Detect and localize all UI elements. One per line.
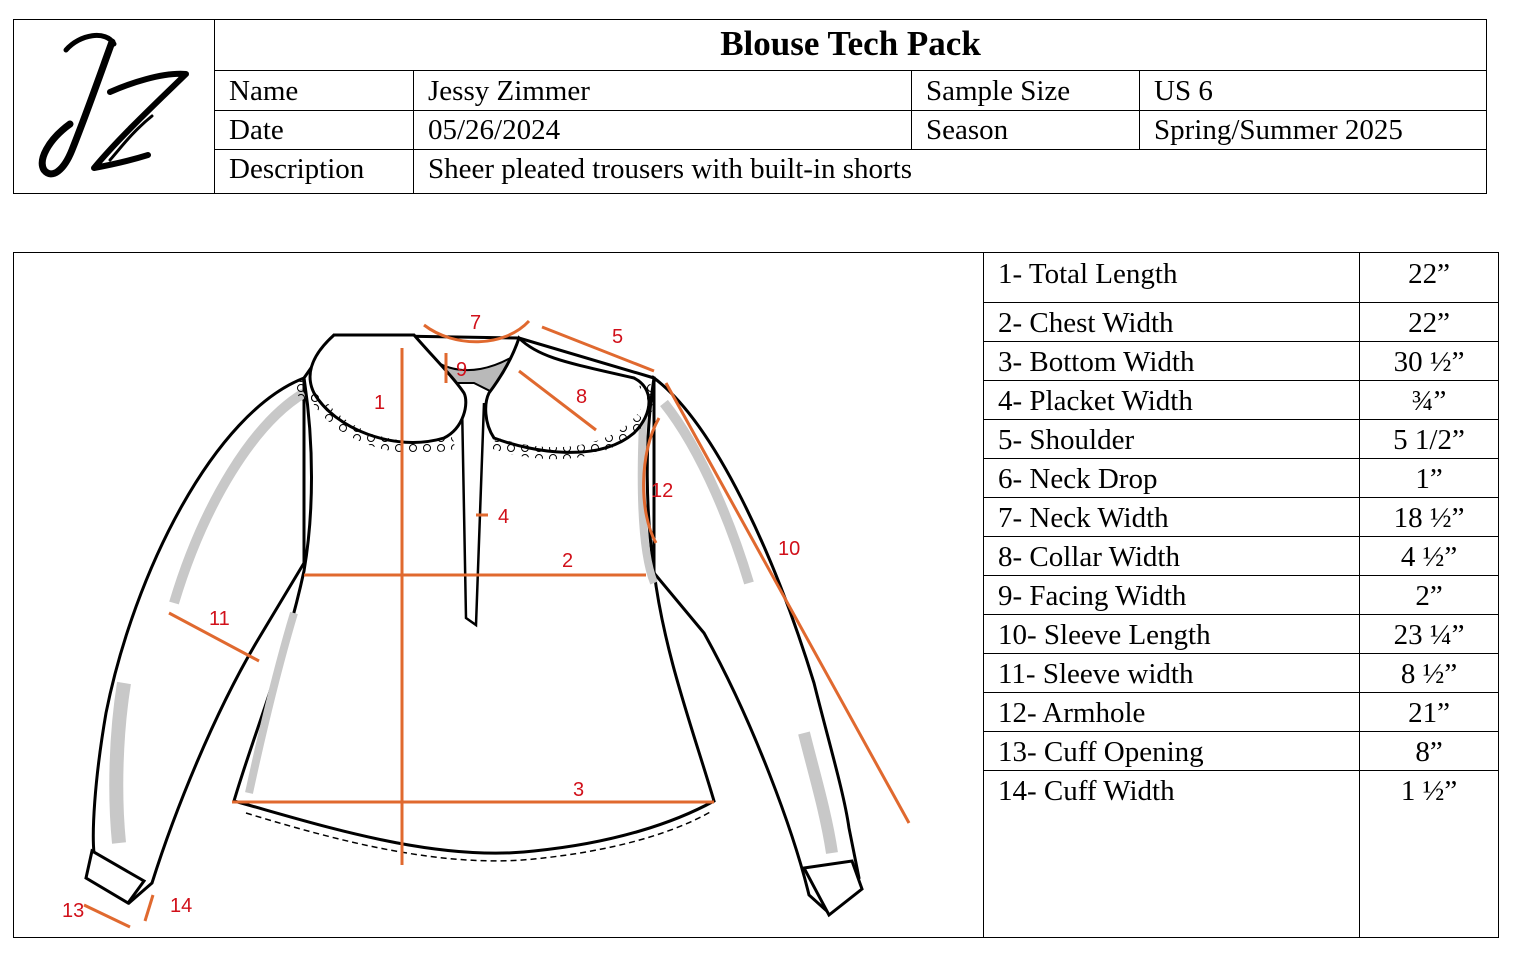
marker-11: 11 bbox=[209, 608, 230, 630]
marker-13: 13 bbox=[62, 900, 84, 922]
measurement-row: 4- Placket Width ¾” bbox=[984, 381, 1498, 420]
measure-line-7 bbox=[423, 319, 531, 344]
name-label: Name bbox=[229, 75, 299, 107]
season-label: Season bbox=[911, 110, 1139, 149]
measurement-row: 10- Sleeve Length 23 ¼” bbox=[984, 615, 1498, 654]
measurement-row: 3- Bottom Width 30 ½” bbox=[984, 342, 1498, 381]
measurement-row: 6- Neck Drop 1” bbox=[984, 459, 1498, 498]
marker-7: 7 bbox=[470, 312, 481, 334]
measurement-lines bbox=[83, 319, 911, 929]
measurement-value: 2” bbox=[1415, 580, 1443, 612]
measurement-value: 21” bbox=[1408, 697, 1450, 729]
measurement-value: 22” bbox=[1408, 307, 1450, 339]
marker-14: 14 bbox=[170, 895, 192, 917]
header-row-name: Name Jessy Zimmer Sample Size US 6 bbox=[215, 71, 1486, 111]
measurement-label: 11- Sleeve width bbox=[998, 658, 1194, 690]
measure-line-13 bbox=[83, 903, 131, 929]
description-label: Description bbox=[229, 153, 365, 185]
measurement-row: 5- Shoulder 5 1/2” bbox=[984, 420, 1498, 459]
measurement-row: 12- Armhole 21” bbox=[984, 693, 1498, 732]
marker-3: 3 bbox=[573, 779, 584, 801]
measurement-row: 13- Cuff Opening 8” bbox=[984, 732, 1498, 771]
measurement-value: ¾” bbox=[1411, 385, 1447, 417]
marker-5: 5 bbox=[612, 326, 623, 348]
marker-12: 12 bbox=[651, 480, 673, 502]
date-label: Date bbox=[229, 114, 284, 146]
measurement-value: 8 ½” bbox=[1400, 658, 1458, 690]
right-cuff bbox=[801, 859, 864, 918]
measurement-value: 4 ½” bbox=[1400, 541, 1458, 573]
marker-9: 9 bbox=[456, 359, 467, 381]
measurement-label: 14- Cuff Width bbox=[998, 775, 1175, 807]
right-lace-trim bbox=[492, 414, 647, 460]
season-value: Spring/Summer 2025 bbox=[1139, 110, 1486, 149]
measurement-label: 3- Bottom Width bbox=[998, 346, 1195, 378]
tech-pack-header: Blouse Tech Pack Name Jessy Zimmer Sampl… bbox=[13, 19, 1487, 194]
left-lace-trim bbox=[308, 390, 456, 454]
measurement-row: 7- Neck Width 18 ½” bbox=[984, 498, 1498, 537]
document-title: Blouse Tech Pack bbox=[215, 20, 1486, 71]
left-cuff bbox=[84, 848, 147, 905]
left-collar bbox=[308, 333, 468, 444]
measurement-row: 1- Total Length 22” bbox=[984, 253, 1498, 303]
marker-2: 2 bbox=[562, 550, 573, 572]
measurement-label: 6- Neck Drop bbox=[998, 463, 1158, 495]
measurement-row: 11- Sleeve width 8 ½” bbox=[984, 654, 1498, 693]
measurement-value: 30 ½” bbox=[1393, 346, 1465, 378]
measure-line-10 bbox=[664, 382, 911, 824]
measurement-label: 10- Sleeve Length bbox=[998, 619, 1211, 651]
left-sleeve bbox=[87, 375, 306, 905]
description-value: Sheer pleated trousers with built-in sho… bbox=[413, 149, 1486, 193]
measurement-label: 1- Total Length bbox=[998, 258, 1178, 290]
measurement-row: 8- Collar Width 4 ½” bbox=[984, 537, 1498, 576]
marker-10: 10 bbox=[778, 538, 800, 560]
sample-size-value: US 6 bbox=[1139, 71, 1486, 110]
measure-line-12 bbox=[642, 417, 661, 544]
sample-size-label: Sample Size bbox=[911, 71, 1139, 110]
measurement-value: 18 ½” bbox=[1393, 502, 1465, 534]
measure-line-5 bbox=[541, 325, 655, 373]
measurement-label: 7- Neck Width bbox=[998, 502, 1169, 534]
measure-line-14 bbox=[143, 894, 155, 922]
measurement-label: 2- Chest Width bbox=[998, 307, 1174, 339]
measurement-value: 22” bbox=[1408, 258, 1450, 290]
measurement-value: 23 ¼” bbox=[1393, 619, 1465, 651]
measurement-row: 14- Cuff Width 1 ½” bbox=[984, 771, 1498, 810]
measurement-label: 9- Facing Width bbox=[998, 580, 1187, 612]
blouse-illustration: 1 2 3 4 5 7 8 9 10 11 12 13 14 bbox=[62, 312, 911, 929]
blouse-flat-sketch: 1 2 3 4 5 7 8 9 10 11 12 13 14 bbox=[14, 253, 984, 937]
measurement-label: 12- Armhole bbox=[998, 697, 1146, 729]
measure-line-11 bbox=[168, 611, 260, 663]
measurement-value: 1 ½” bbox=[1400, 775, 1458, 807]
right-sleeve bbox=[652, 374, 861, 916]
header-row-date: Date 05/26/2024 Season Spring/Summer 202… bbox=[215, 110, 1486, 150]
measurement-label: 4- Placket Width bbox=[998, 385, 1193, 417]
jz-monogram-logo bbox=[38, 33, 189, 178]
measurement-label: 13- Cuff Opening bbox=[998, 736, 1204, 768]
marker-1: 1 bbox=[374, 392, 385, 414]
marker-8: 8 bbox=[576, 386, 587, 408]
measurement-row: 9- Facing Width 2” bbox=[984, 576, 1498, 615]
measurement-row: 2- Chest Width 22” bbox=[984, 303, 1498, 342]
measurement-value: 8” bbox=[1415, 736, 1443, 768]
logo-cell bbox=[14, 20, 215, 193]
measurement-label: 5- Shoulder bbox=[998, 424, 1135, 456]
date-value: 05/26/2024 bbox=[413, 110, 911, 149]
measurement-label: 8- Collar Width bbox=[998, 541, 1180, 573]
header-row-description: Description Sheer pleated trousers with … bbox=[215, 149, 1486, 193]
marker-4: 4 bbox=[498, 506, 509, 528]
measure-line-8 bbox=[518, 369, 597, 432]
name-value: Jessy Zimmer bbox=[413, 71, 911, 110]
measurement-value: 5 1/2” bbox=[1393, 424, 1465, 456]
measurement-value: 1” bbox=[1415, 463, 1443, 495]
tech-pack-body: 1 2 3 4 5 7 8 9 10 11 12 13 14 1- Total … bbox=[13, 252, 1499, 938]
